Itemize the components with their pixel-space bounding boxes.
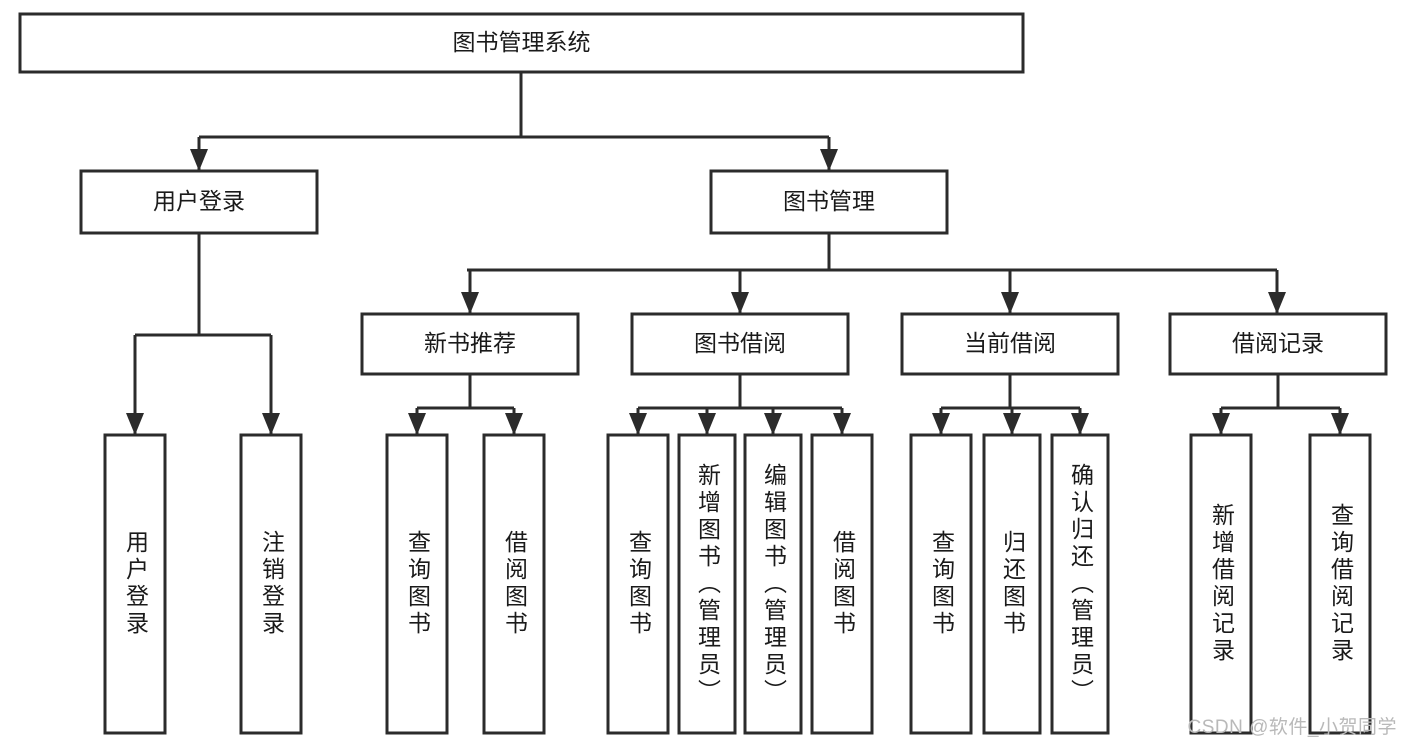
arrow-to-user-login-leaf-0 [126,413,144,435]
node-label-new-book-rec: 新书推荐 [424,330,516,356]
arrow-to-user-login [190,149,208,171]
node-box-leaf-add-record[interactable] [1189,433,1253,735]
node-book-borrow[interactable] [630,312,850,376]
node-leaf-query-book-1[interactable] [385,433,449,735]
node-leaf-user-logout[interactable] [239,433,303,735]
node-label-book-borrow: 图书借阅 [694,330,786,356]
arrow-to-new-book-leaf-1 [505,413,523,435]
arrow-to-level3-2 [1001,292,1019,314]
node-leaf-query-book-2[interactable] [606,433,670,735]
node-box-leaf-return-book[interactable] [982,433,1042,735]
arrow-to-level3-1 [731,292,749,314]
node-box-borrow-record[interactable] [1168,312,1388,376]
arrow-to-current-borrow-leaf-1 [1003,413,1021,435]
node-book-manage[interactable] [709,169,949,235]
node-leaf-borrow-book-1[interactable] [482,433,546,735]
arrow-to-book-borrow-leaf-2 [764,413,782,435]
node-box-leaf-query-record[interactable] [1308,433,1372,735]
connector-layer [126,72,1349,435]
node-leaf-confirm-return[interactable] [1050,433,1110,735]
node-user-login[interactable] [79,169,319,235]
arrow-to-book-manage [820,149,838,171]
node-label-user-login: 用户登录 [153,188,245,214]
node-leaf-add-book[interactable] [677,433,737,735]
arrow-to-current-borrow-leaf-2 [1071,413,1089,435]
node-leaf-borrow-book-2[interactable] [810,433,874,735]
node-box-leaf-add-book[interactable] [677,433,737,735]
node-box-leaf-user-logout[interactable] [239,433,303,735]
node-box-leaf-query-book-1[interactable] [385,433,449,735]
arrow-to-book-borrow-leaf-1 [698,413,716,435]
node-label-borrow-record: 借阅记录 [1232,330,1324,356]
arrow-to-book-borrow-leaf-0 [629,413,647,435]
node-box-book-borrow[interactable] [630,312,850,376]
node-box-leaf-edit-book[interactable] [743,433,803,735]
node-leaf-query-book-3[interactable] [909,433,973,735]
node-box-leaf-query-book-3[interactable] [909,433,973,735]
node-box-root[interactable] [18,12,1025,74]
node-label-root: 图书管理系统 [453,29,591,55]
node-box-leaf-query-book-2[interactable] [606,433,670,735]
node-box-leaf-user-login[interactable] [103,433,167,735]
node-leaf-query-record[interactable] [1308,433,1372,735]
node-box-leaf-confirm-return[interactable] [1050,433,1110,735]
node-box-current-borrow[interactable] [900,312,1120,376]
arrow-to-user-login-leaf-1 [262,413,280,435]
arrow-to-level3-3 [1268,292,1286,314]
node-box-leaf-borrow-book-2[interactable] [810,433,874,735]
node-label-book-manage: 图书管理 [783,188,875,214]
arrow-to-level3-0 [461,292,479,314]
node-box-book-manage[interactable] [709,169,949,235]
arrow-to-current-borrow-leaf-0 [932,413,950,435]
arrow-to-borrow-record-leaf-1 [1331,413,1349,435]
node-box-new-book-rec[interactable] [360,312,580,376]
arrow-to-new-book-leaf-0 [408,413,426,435]
node-box-user-login[interactable] [79,169,319,235]
node-new-book-rec[interactable] [360,312,580,376]
arrow-to-borrow-record-leaf-0 [1212,413,1230,435]
arrow-to-book-borrow-leaf-3 [833,413,851,435]
node-leaf-edit-book[interactable] [743,433,803,735]
node-leaf-user-login[interactable] [103,433,167,735]
node-leaf-return-book[interactable] [982,433,1042,735]
node-box-leaf-borrow-book-1[interactable] [482,433,546,735]
node-borrow-record[interactable] [1168,312,1388,376]
box-layer [18,12,1388,735]
node-root[interactable] [18,12,1025,74]
node-current-borrow[interactable] [900,312,1120,376]
node-label-current-borrow: 当前借阅 [964,330,1056,356]
node-leaf-add-record[interactable] [1189,433,1253,735]
